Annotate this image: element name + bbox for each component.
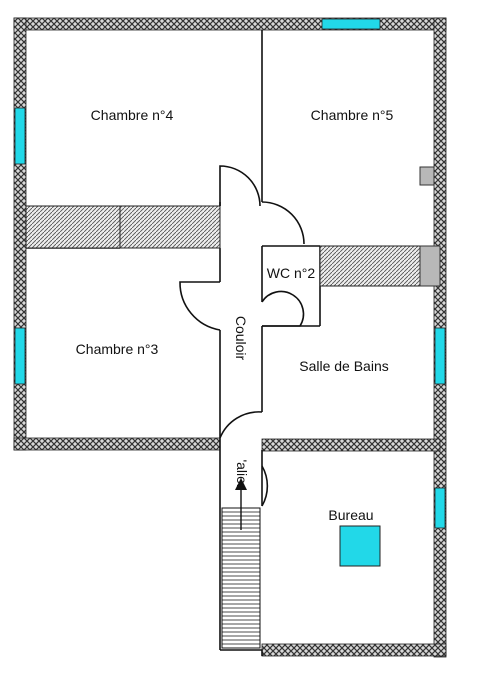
stairs: [221, 478, 261, 649]
bureau-furniture-block: [339, 525, 381, 567]
wall-top: [13, 17, 447, 31]
stairs-outline: [221, 507, 261, 649]
window-right-salle: [434, 327, 446, 385]
chimneys: [419, 166, 441, 287]
closet-chambre5: [319, 245, 421, 287]
closet-chambre4-right: [119, 205, 221, 249]
doors: [179, 165, 305, 507]
door-chambre4: [219, 165, 261, 207]
wall-left: [13, 17, 27, 451]
windows: [14, 18, 446, 529]
window-left-upper: [14, 107, 26, 165]
label-chambre3: Chambre n°3: [76, 341, 159, 357]
label-wc2: WC n°2: [267, 265, 316, 281]
label-bureau: Bureau: [328, 507, 373, 523]
wall-bottom-right: [261, 643, 447, 657]
door-chambre5: [261, 201, 305, 245]
chimney-lower: [419, 245, 441, 287]
label-chambre5: Chambre n°5: [311, 107, 394, 123]
label-chambre4: Chambre n°4: [91, 107, 174, 123]
interior-walls: [26, 30, 321, 656]
wall-mid-right: [261, 438, 441, 452]
label-stairs: 'alier: [234, 459, 250, 488]
wall-bottom-left: [13, 437, 221, 451]
chimney-upper: [419, 166, 435, 186]
closets: [25, 205, 421, 287]
door-wc: [261, 290, 305, 327]
door-bureau: [261, 465, 269, 507]
label-couloir: Couloir: [233, 316, 249, 361]
window-right-bureau: [434, 487, 446, 529]
window-top: [321, 18, 381, 30]
closet-chambre4-left: [25, 205, 121, 249]
door-chambre3: [179, 281, 221, 331]
stairs-arrow-head: [235, 478, 247, 490]
label-salle-de-bains: Salle de Bains: [299, 358, 389, 374]
window-left-lower: [14, 327, 26, 385]
door-couloir: [219, 411, 263, 450]
